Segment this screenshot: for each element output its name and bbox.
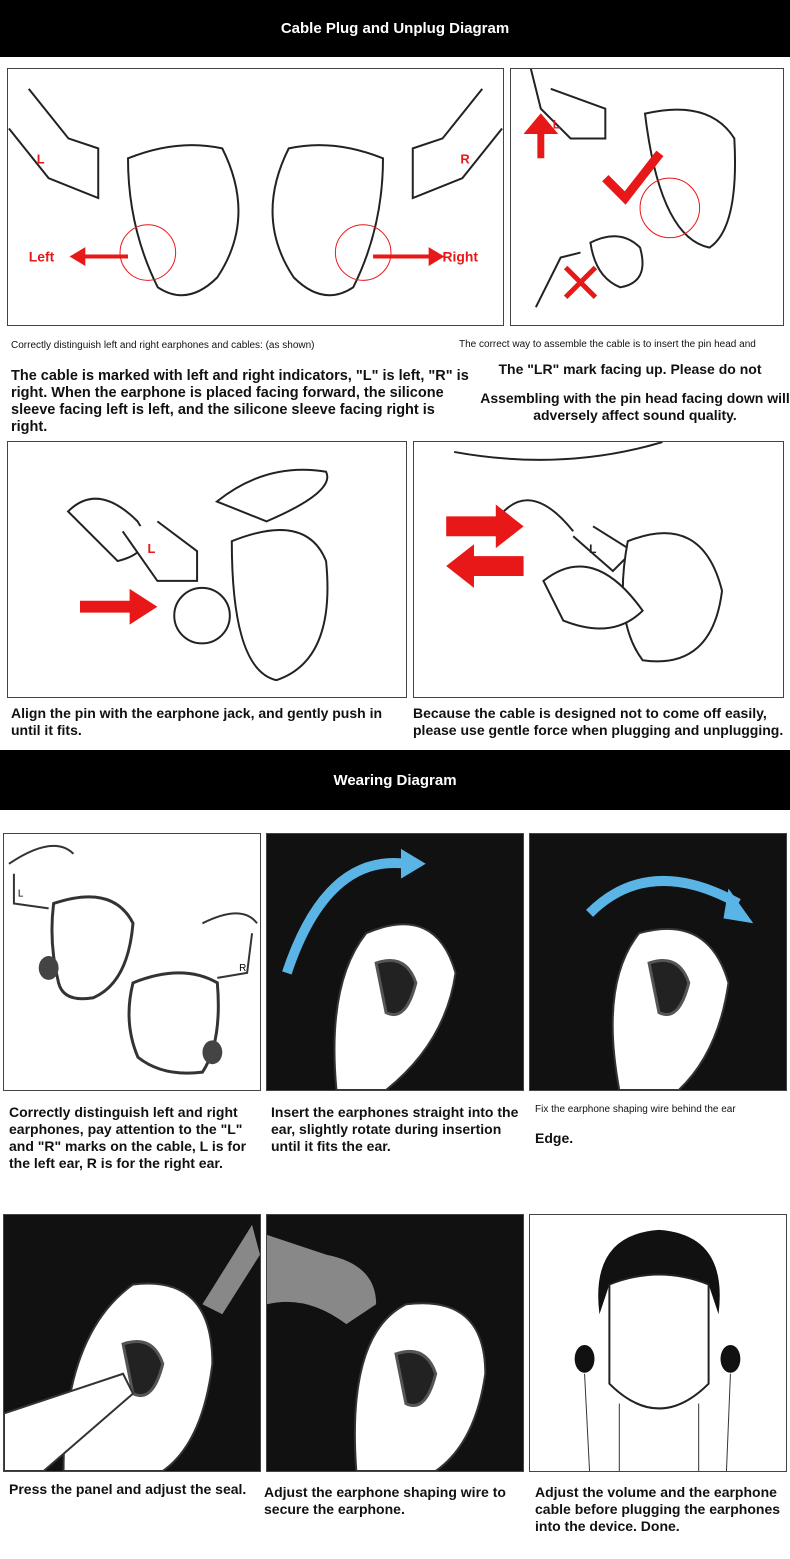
l-mark: L bbox=[37, 151, 45, 166]
caption-align-pin: Align the pin with the earphone jack, an… bbox=[11, 705, 383, 738]
caption-lr-indicators: The cable is marked with left and right … bbox=[11, 368, 469, 435]
caption-small-right: The correct way to assemble the cable is… bbox=[459, 339, 756, 350]
caption-pin-down-warning: Assembling with the pin head facing down… bbox=[480, 390, 790, 423]
r-mark: R bbox=[239, 963, 246, 974]
r-mark: R bbox=[460, 151, 470, 166]
l-mark: L bbox=[18, 889, 24, 900]
section-title: Cable Plug and Unplug Diagram bbox=[280, 20, 510, 37]
l-mark: L bbox=[147, 541, 155, 556]
correct-incorrect-assembly-illustration: L bbox=[510, 68, 784, 326]
left-label: Left bbox=[29, 248, 55, 264]
gentle-force-illustration: L bbox=[413, 441, 784, 698]
caption-fix-wire-small: Fix the earphone shaping wire behind the… bbox=[535, 1104, 736, 1115]
section-title: Wearing Diagram bbox=[333, 771, 457, 789]
caption-small-left: Correctly distinguish left and right ear… bbox=[11, 340, 315, 351]
adjust-wire-illustration bbox=[266, 1214, 524, 1472]
lr-earphones-illustration: Left Right L R bbox=[7, 68, 504, 326]
caption-lr-mark-up: The "LR" mark facing up. Please do not bbox=[498, 361, 762, 377]
l-mark: L bbox=[553, 118, 560, 132]
done-wearing-illustration bbox=[529, 1214, 787, 1472]
align-pin-illustration: L bbox=[7, 441, 407, 698]
fix-wire-illustration bbox=[529, 833, 787, 1091]
press-panel-illustration bbox=[3, 1214, 261, 1472]
right-label: Right bbox=[443, 248, 479, 264]
caption-distinguish-lr: Correctly distinguish left and right ear… bbox=[9, 1104, 247, 1171]
section-header-wearing: Wearing Diagram bbox=[0, 750, 790, 810]
lr-wearing-illustration: L R bbox=[3, 833, 261, 1091]
caption-fix-wire: Edge. bbox=[535, 1130, 574, 1146]
caption-done: Adjust the volume and the earphone cable… bbox=[535, 1484, 781, 1534]
insert-earphone-illustration bbox=[266, 833, 524, 1091]
l-mark: L bbox=[589, 542, 596, 556]
caption-gentle-force: Because the cable is designed not to com… bbox=[413, 705, 784, 738]
section-header-cable: Cable Plug and Unplug Diagram bbox=[0, 0, 790, 57]
caption-adjust-wire: Adjust the earphone shaping wire to secu… bbox=[264, 1484, 506, 1517]
caption-press-panel: Press the panel and adjust the seal. bbox=[9, 1481, 247, 1497]
caption-insert: Insert the earphones straight into the e… bbox=[271, 1104, 519, 1154]
